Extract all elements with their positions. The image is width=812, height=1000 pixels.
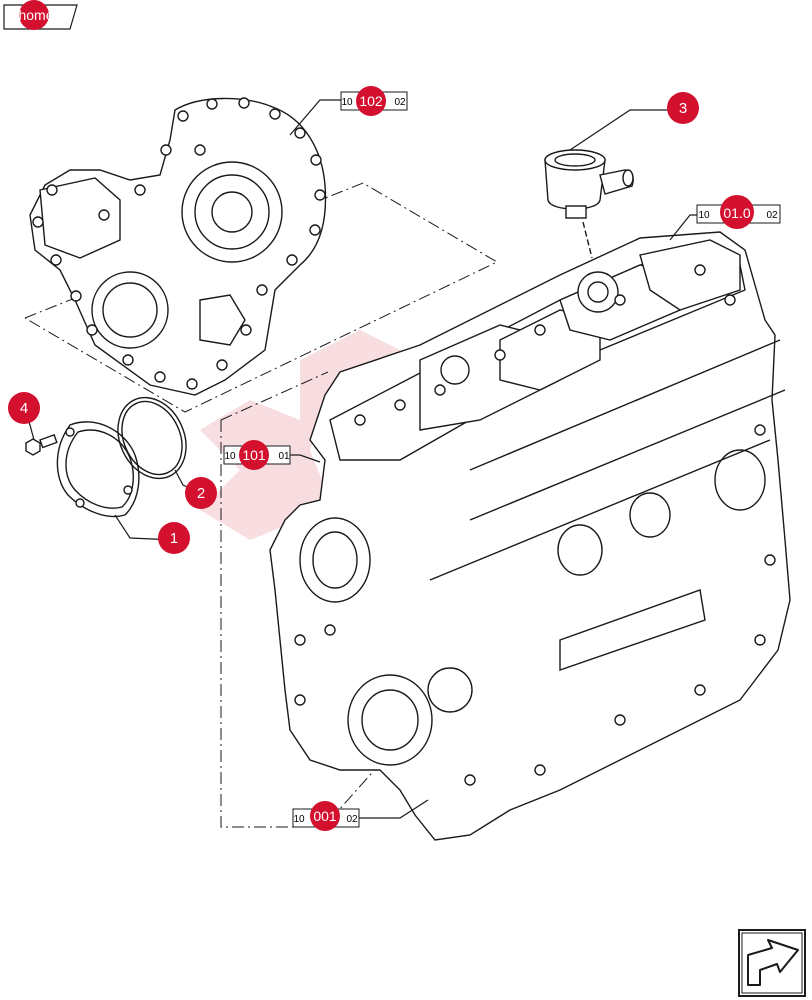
callout-label: 2 — [197, 485, 205, 502]
svg-text:02: 02 — [346, 814, 358, 825]
leader-lines — [23, 99, 698, 819]
svg-text:10: 10 — [341, 97, 353, 108]
cover-plate-drawing — [56, 421, 140, 518]
ref-link-101[interactable]: 10 01 101 — [223, 440, 291, 470]
breather-fitting-drawing — [544, 149, 634, 259]
callout-1[interactable]: 1 — [158, 522, 190, 554]
ref-label: 102 — [359, 93, 383, 109]
bolt-drawing — [25, 433, 58, 456]
home-button[interactable]: home — [3, 0, 78, 30]
ref-label: 001 — [313, 808, 337, 824]
callout-label: 3 — [679, 100, 687, 117]
home-label: home — [18, 7, 53, 23]
forward-arrow-icon[interactable] — [738, 929, 806, 997]
timing-cover-drawing — [29, 97, 327, 396]
ref-link-01-0[interactable]: 10 02 01.0 — [696, 195, 781, 229]
callout-label: 1 — [170, 530, 178, 547]
ref-badge — [310, 801, 340, 831]
svg-text:10: 10 — [698, 210, 710, 221]
svg-text:01: 01 — [278, 451, 290, 462]
ref-badge — [239, 440, 269, 470]
ref-label: 01.0 — [723, 205, 750, 221]
svg-text:10: 10 — [224, 451, 236, 462]
callout-3[interactable]: 3 — [667, 92, 699, 124]
engine-block-drawing — [269, 231, 791, 841]
svg-text:10: 10 — [293, 814, 305, 825]
callout-label: 4 — [20, 400, 28, 417]
ref-label: 101 — [242, 447, 266, 463]
o-ring-drawing — [117, 396, 187, 480]
ref-link-102[interactable]: 10 02 102 — [340, 86, 408, 116]
ref-link-001[interactable]: 10 02 001 — [292, 801, 360, 831]
callout-2[interactable]: 2 — [185, 477, 217, 509]
ref-badge — [720, 195, 754, 229]
ref-badge — [356, 86, 386, 116]
callout-4[interactable]: 4 — [8, 392, 40, 424]
svg-text:02: 02 — [766, 210, 778, 221]
svg-text:02: 02 — [394, 97, 406, 108]
